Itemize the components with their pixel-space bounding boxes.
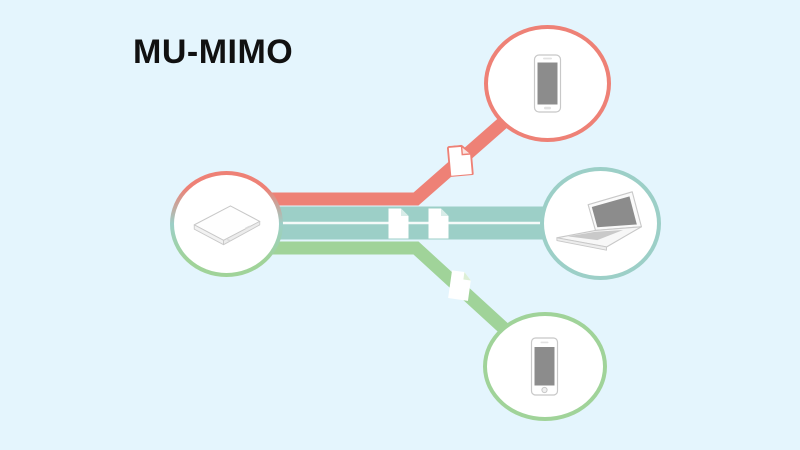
laptop-node xyxy=(540,167,661,280)
smartphone-icon xyxy=(530,336,559,396)
laptop-icon xyxy=(555,190,642,251)
phone-top-node xyxy=(484,25,611,142)
document-icon-teal-1 xyxy=(388,208,409,239)
smartphone-icon xyxy=(533,53,561,113)
router-node-face xyxy=(174,175,279,273)
document-icon-red xyxy=(447,144,474,178)
document-icon-green xyxy=(448,270,471,301)
phone-bottom-node xyxy=(483,312,607,421)
page-title: MU-MIMO xyxy=(133,33,294,71)
wireless-router-icon xyxy=(193,205,260,246)
document-icon-teal-2 xyxy=(428,208,449,239)
router-node xyxy=(170,171,283,277)
